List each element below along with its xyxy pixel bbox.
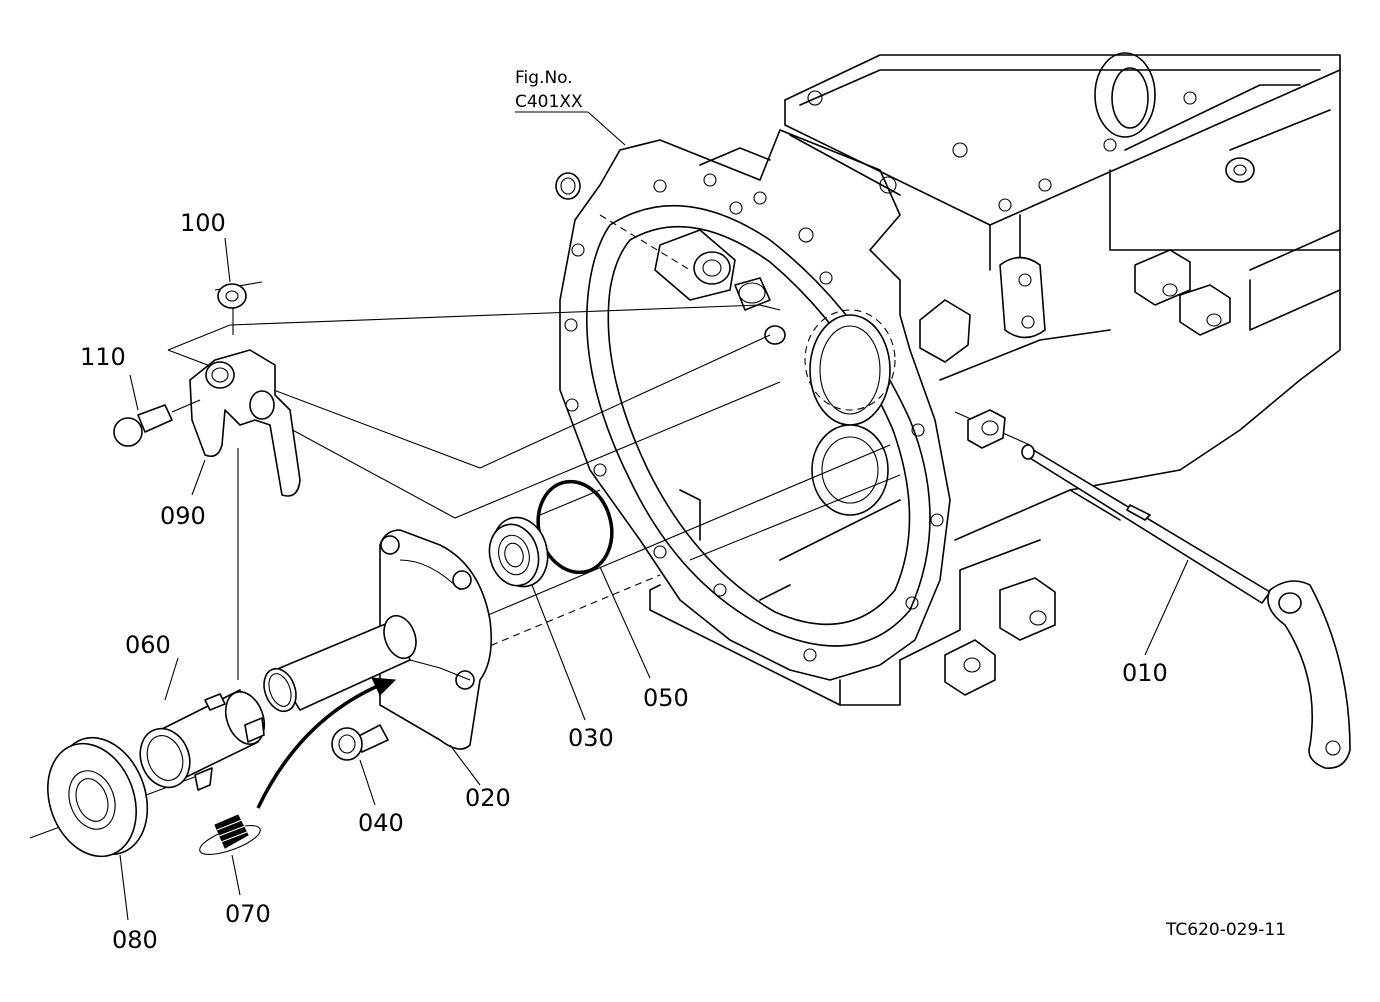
label-110: 110 bbox=[80, 343, 126, 371]
label-080: 080 bbox=[112, 926, 158, 954]
label-060: 060 bbox=[125, 631, 171, 659]
label-leaders bbox=[119, 111, 1189, 921]
label-090: 090 bbox=[160, 502, 206, 530]
part-080-release-bearing bbox=[47, 736, 149, 858]
part-number-labels: 010 020 030 040 050 060 070 080 090 100 … bbox=[80, 209, 1168, 954]
label-070: 070 bbox=[225, 900, 271, 928]
fig-ref-line1: Fig.No. bbox=[515, 68, 573, 88]
part-070-spring bbox=[199, 814, 261, 855]
part-110-bolt bbox=[113, 399, 201, 447]
part-030-bearing bbox=[488, 516, 549, 588]
assembly-arrow bbox=[256, 677, 397, 809]
part-100-washer bbox=[217, 283, 247, 309]
fig-ref-line2: C401XX bbox=[515, 92, 583, 112]
drawing-code: TC620-029-11 bbox=[1165, 920, 1286, 940]
transmission-housing bbox=[555, 52, 1341, 706]
part-040-bolt bbox=[331, 724, 389, 761]
label-100: 100 bbox=[180, 209, 226, 237]
flange-bolt-holes bbox=[564, 173, 944, 662]
label-020: 020 bbox=[465, 784, 511, 812]
label-010: 010 bbox=[1122, 659, 1168, 687]
label-040: 040 bbox=[358, 809, 404, 837]
label-050: 050 bbox=[643, 684, 689, 712]
figure-reference: Fig.No. C401XX TC620-029-11 bbox=[515, 68, 1286, 940]
part-010-shift-rod bbox=[967, 409, 1351, 769]
part-060-release-hub bbox=[139, 689, 266, 791]
part-090-shift-fork bbox=[189, 349, 301, 497]
part-020-bearing-cover bbox=[263, 529, 493, 750]
label-030: 030 bbox=[568, 724, 614, 752]
